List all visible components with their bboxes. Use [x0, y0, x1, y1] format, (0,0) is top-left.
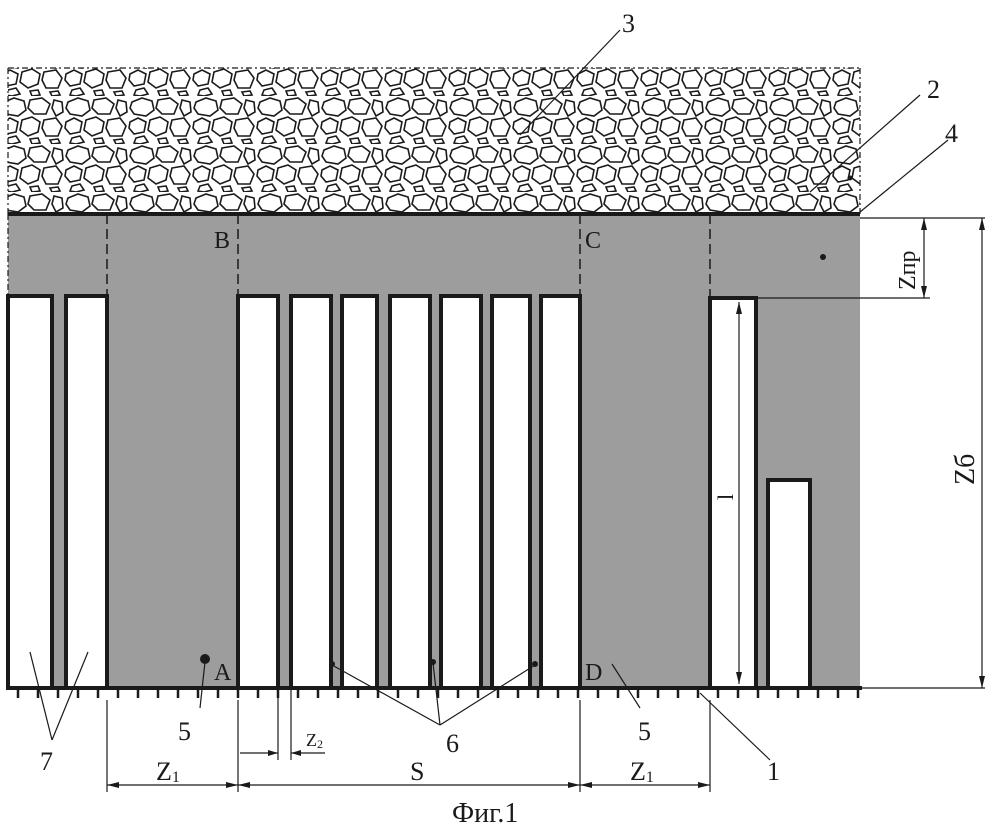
label-B: B	[214, 228, 230, 254]
label-1: 1	[767, 757, 780, 786]
label-Z2: Z2	[306, 730, 323, 751]
label-5-left: 5	[178, 717, 191, 746]
label-Z1-left: Z1	[156, 757, 180, 786]
label-5-right: 5	[638, 717, 651, 746]
chamber-s4	[390, 296, 430, 688]
overburden-layer	[8, 68, 860, 214]
chamber-s7	[541, 296, 580, 688]
label-Zpr: Zпр	[895, 250, 921, 290]
label-D: D	[585, 660, 602, 686]
dot-2	[848, 176, 853, 181]
label-7: 7	[40, 747, 53, 776]
label-Z1-right: Z1	[630, 757, 654, 786]
dot-4	[820, 254, 826, 260]
label-C: C	[585, 228, 601, 254]
label-S: S	[410, 757, 424, 786]
chamber-s1	[238, 296, 278, 688]
chamber-s2	[291, 296, 331, 688]
label-3: 3	[622, 9, 635, 38]
label-Zb: Zб	[950, 454, 981, 485]
chamber-right-short	[768, 480, 810, 688]
label-l: l	[713, 494, 738, 500]
figure-caption: Фиг.1	[452, 798, 518, 829]
label-A: A	[214, 660, 232, 686]
chamber-7a	[8, 296, 52, 688]
chamber-right-tall	[710, 298, 756, 688]
chamber-s5	[441, 296, 481, 688]
label-4: 4	[945, 119, 958, 148]
chamber-s6	[492, 296, 530, 688]
label-2: 2	[927, 75, 940, 104]
chamber-s3	[342, 296, 377, 688]
label-6: 6	[446, 729, 459, 758]
chamber-7b	[66, 296, 107, 688]
dot-A	[200, 654, 210, 664]
